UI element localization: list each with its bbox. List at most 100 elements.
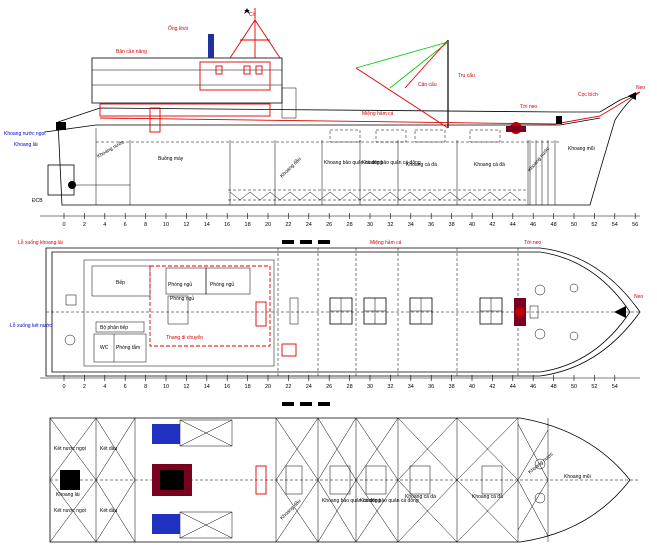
frame-tick-label: 12 (183, 222, 189, 228)
stern-bitt-icon (56, 122, 66, 130)
lbl-flag: Cờ (249, 12, 257, 18)
deck-plan-view: Lỗ xuống khoang lái Lỗ xuống két nước Bế… (10, 239, 643, 377)
lbl-bep: Bếp (116, 280, 125, 286)
lbl-khoang-nuoc-ngot: Khoang nước ngọt (4, 131, 46, 137)
frame-tick-label: 44 (510, 222, 516, 228)
frame-tick-label: 32 (387, 222, 393, 228)
frame-tick-label: 18 (245, 222, 251, 228)
lbl-khoang-dau: Khoang dầu (279, 156, 302, 179)
lbl-neo: Neo (636, 85, 645, 91)
frame-tick-label: 16 (224, 384, 230, 390)
frame-tick-label: 56 (632, 222, 638, 228)
frame-tick-label: 20 (265, 384, 271, 390)
lbl-ong-khoi: Ống khói (168, 25, 188, 32)
lbl-lo-xuong-ket-nuoc: Lỗ xuống két nước (10, 322, 52, 329)
lbl-baseline: ĐCB (32, 198, 43, 204)
frame-tick-label: 38 (449, 222, 455, 228)
frame-tick-label: 26 (326, 384, 332, 390)
hold-plan-view: Két nước ngọt Két dầu Khoang lái Két nướ… (49, 402, 640, 543)
mast-rigging (229, 8, 449, 129)
frame-tick-label: 44 (510, 384, 516, 390)
lbl-phong-tam: Phòng tắm (116, 344, 140, 351)
plan-windlass-icon (514, 298, 526, 326)
frame-tick-label: 28 (347, 384, 353, 390)
frame-tick-label: 10 (163, 222, 169, 228)
frame-tick-label: 26 (326, 222, 332, 228)
lbl-khoang-lai: Khoang lái (14, 142, 38, 148)
lbl-hold-khoang-mui: Khoang mũi (564, 474, 591, 480)
frame-tick-label: 42 (489, 222, 495, 228)
lbl-phong-ngu-3: Phòng ngủ (170, 295, 194, 302)
frame-tick-label: 50 (571, 222, 577, 228)
frame-tick-label: 40 (469, 222, 475, 228)
lbl-thang-di-chuyen: Thang di chuyển (166, 334, 203, 341)
frame-tick-label: 50 (571, 384, 577, 390)
frame-tick-label: 4 (103, 384, 106, 390)
lbl-plan-mieng-ham-ca: Miệng hầm cá (370, 240, 402, 246)
plan-anchor-icon (614, 306, 626, 318)
frame-tick-label: 36 (428, 384, 434, 390)
frame-tick-label: 16 (224, 222, 230, 228)
windlass-icon (506, 122, 526, 134)
lbl-ban-cam-nang: Bản cần nâng (116, 49, 147, 55)
frame-tick-label: 6 (124, 384, 127, 390)
lbl-hold-bao-quan-1: Khoang bảo quản cá đông (322, 498, 381, 504)
profile-bulkheads (95, 128, 556, 205)
lbl-toi-neo: Tời neo (520, 104, 537, 110)
frame-tick-label: 2 (83, 222, 86, 228)
frame-tick-label: 22 (285, 384, 291, 390)
lbl-wc: WC (100, 345, 109, 351)
frame-tick-label: 6 (124, 222, 127, 228)
frame-tick-label: 12 (183, 384, 189, 390)
lbl-khoang-nuoc: Khoang nước (96, 139, 126, 160)
profile-hull (57, 91, 641, 206)
lbl-hold-bao-quan-2: Khoang bảo quản cá đông (360, 498, 419, 504)
frame-tick-label: 0 (62, 384, 65, 390)
lbl-lo-xuong-khoang-lai: Lỗ xuống khoang lái (18, 239, 63, 246)
frame-tick-label: 38 (449, 384, 455, 390)
lbl-hold-ca-da-2: Khoang cá đá (472, 494, 503, 500)
frame-tick-label: 32 (387, 384, 393, 390)
frame-tick-label: 0 (62, 222, 65, 228)
lbl-mieng-ham-ca: Miệng hầm cá (362, 111, 394, 117)
generator-icon-2 (152, 514, 180, 534)
frame-tick-label: 52 (591, 222, 597, 228)
frame-tick-label: 46 (530, 222, 536, 228)
steering-gear-icon (60, 470, 80, 490)
lbl-plan-toi-neo: Tời neo (524, 240, 541, 246)
frame-tick-label: 8 (144, 384, 147, 390)
frame-tick-label: 40 (469, 384, 475, 390)
lbl-hold-khoang-dau: Khoang dầu (279, 498, 302, 521)
frame-tick-label: 52 (591, 384, 597, 390)
lbl-plan-neo: Neo (634, 294, 643, 300)
generator-icon-1 (152, 424, 180, 444)
frame-tick-label: 14 (204, 384, 210, 390)
frame-tick-label: 20 (265, 222, 271, 228)
lbl-hold-khoang-lai: Khoang lái (56, 492, 80, 498)
lbl-ket-dau-1: Két dầu (100, 446, 117, 452)
frame-tick-label: 10 (163, 384, 169, 390)
frame-tick-label: 34 (408, 222, 414, 228)
lbl-khoang-ca-da-2: Khoang cá đá (474, 162, 505, 168)
funnel-icon (208, 34, 214, 58)
frame-tick-label: 48 (551, 222, 557, 228)
lbl-coc-bich: Cọc bích (578, 92, 598, 98)
frame-tick-label: 36 (428, 222, 434, 228)
propeller-icon (68, 181, 76, 189)
hold-outline (49, 417, 631, 543)
lbl-ket-nuoc-ngot-1: Két nước ngọt (54, 446, 87, 452)
frame-tick-label: 24 (306, 384, 312, 390)
lbl-phong-ngu-2: Phòng ngủ (210, 281, 234, 288)
bitt-icon (556, 116, 562, 124)
frame-tick-label: 42 (489, 384, 495, 390)
frame-tick-label: 28 (347, 222, 353, 228)
lbl-buong-may: Buồng máy (158, 156, 184, 162)
lbl-ket-dau-2: Két dầu (100, 508, 117, 514)
frame-tick-label: 14 (204, 222, 210, 228)
frame-tick-label: 30 (367, 222, 373, 228)
lbl-hold-khoang-nuoc: Khoang nước (527, 451, 555, 476)
deck-outline (45, 247, 641, 377)
